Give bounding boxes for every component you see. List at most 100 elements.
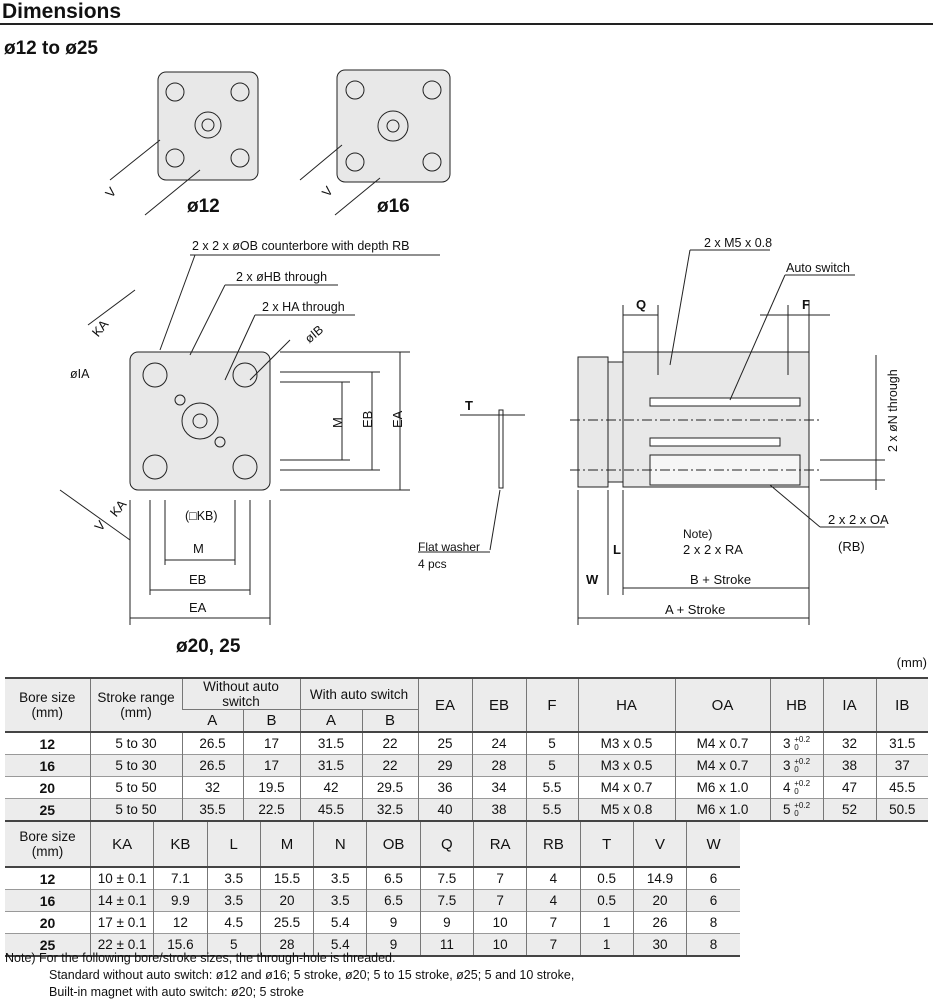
cell-m: 15.5 (259, 867, 314, 890)
header-col: HB (769, 678, 824, 732)
bore-cell: 20 (39, 779, 56, 796)
cell-ob: 6.5 (366, 889, 421, 912)
cell-ib: 45.5 (875, 776, 929, 799)
header-b: B (242, 709, 300, 732)
cell-kb: 7.1 (153, 867, 208, 890)
cell-eb: 38 (471, 798, 527, 821)
cell-t: 1 (579, 911, 634, 934)
cell-b1: 17 (242, 754, 300, 777)
drawing-label: V (91, 517, 108, 534)
header-ob: OB (366, 821, 421, 867)
header-rb: RB (526, 821, 581, 867)
cell-ea: 40 (417, 798, 473, 821)
drawing-label: 2 x øHB through (236, 270, 327, 284)
header-v: V (632, 821, 687, 867)
cell-v: 30 (632, 933, 687, 956)
drawing-label: Q (636, 297, 646, 312)
cell-stroke: 5 to 30 (89, 754, 182, 777)
unit-label: (mm) (896, 655, 927, 670)
drawing-label: øIB (302, 323, 326, 346)
drawing-label: 2 x HA through (262, 300, 345, 314)
drawing-label: F (802, 297, 810, 312)
cell-eb: 24 (471, 732, 527, 755)
drawing-label: B + Stroke (690, 572, 751, 587)
header-t: T (579, 821, 634, 867)
bore-cell: 16 (39, 892, 56, 909)
cell-q: 9 (419, 911, 474, 934)
drawing-label: EA (189, 600, 207, 615)
cell-ia: 52 (822, 798, 877, 821)
cell-b2: 32.5 (361, 798, 419, 821)
page-title: Dimensions (2, 0, 122, 23)
cell-stroke: 5 to 30 (89, 732, 182, 755)
header-q: Q (419, 821, 474, 867)
cell-f: 5.5 (525, 798, 579, 821)
cell-ka: 17 ± 0.1 (89, 911, 154, 934)
bore-cell: 25 (39, 936, 56, 953)
cell-ib: 37 (875, 754, 929, 777)
cell-ha: M3 x 0.5 (577, 732, 676, 755)
drawing-label: 4 pcs (418, 557, 447, 571)
cell-t: 0.5 (579, 867, 634, 890)
cell-rb: 7 (526, 911, 581, 934)
cell-w: 8 (686, 933, 740, 956)
cell-w: 6 (686, 889, 740, 912)
drawing-label: EB (360, 411, 375, 428)
view-12-drawing (109, 71, 259, 216)
drawing-label: M (330, 417, 345, 428)
dimension-drawing: V ø12 V ø16 2 x 2 x øOB counterbore with… (59, 69, 900, 657)
cell-f: 5 (525, 754, 579, 777)
cell-rb: 4 (526, 867, 581, 890)
cell-ka: 22 ± 0.1 (89, 933, 154, 956)
cell-ob: 9 (366, 911, 421, 934)
cell-ea: 25 (417, 732, 473, 755)
header-ra: RA (472, 821, 527, 867)
cell-v: 14.9 (632, 867, 687, 890)
header-col: IB (875, 678, 929, 732)
drawing-label: EB (189, 572, 206, 587)
cell-ha: M5 x 0.8 (577, 798, 676, 821)
cell-ob: 6.5 (366, 867, 421, 890)
view-2025-label: ø20, 25 (176, 636, 241, 657)
cell-q: 7.5 (419, 867, 474, 890)
drawing-label: 2 x 2 x øOB counterbore with depth RB (192, 239, 409, 253)
drawing-label: V (319, 183, 336, 200)
cell-a1: 35.5 (181, 798, 243, 821)
drawing-label: KA (89, 317, 112, 340)
drawing-label: L (613, 542, 621, 557)
view-16-label: ø16 (377, 196, 410, 217)
cell-ra: 10 (472, 933, 527, 956)
cell-kb: 15.6 (153, 933, 208, 956)
cell-m: 28 (259, 933, 314, 956)
header-col: IA (822, 678, 877, 732)
drawing-label: M (193, 541, 204, 556)
cell-rb: 7 (526, 933, 581, 956)
footnote: Note) For the following bore/stroke size… (5, 951, 575, 999)
cell-eb: 28 (471, 754, 527, 777)
cell-ia: 38 (822, 754, 877, 777)
cell-stroke: 5 to 50 (89, 798, 182, 821)
header-with-auto-switch: With auto switch (299, 678, 419, 710)
cell-eb: 34 (471, 776, 527, 799)
cell-a1: 32 (181, 776, 243, 799)
cell-b1: 22.5 (242, 798, 300, 821)
cell-n: 3.5 (313, 867, 367, 890)
cell-b1: 17 (242, 732, 300, 755)
bore-cell: 16 (39, 757, 56, 774)
cell-a2: 31.5 (299, 754, 362, 777)
cell-n: 5.4 (313, 911, 367, 934)
bore-cell: 12 (39, 870, 56, 887)
title-rule (0, 23, 933, 25)
cell-w: 8 (686, 911, 740, 934)
cell-ra: 10 (472, 911, 527, 934)
header-a: A (299, 709, 362, 732)
drawing-label: W (586, 572, 599, 587)
